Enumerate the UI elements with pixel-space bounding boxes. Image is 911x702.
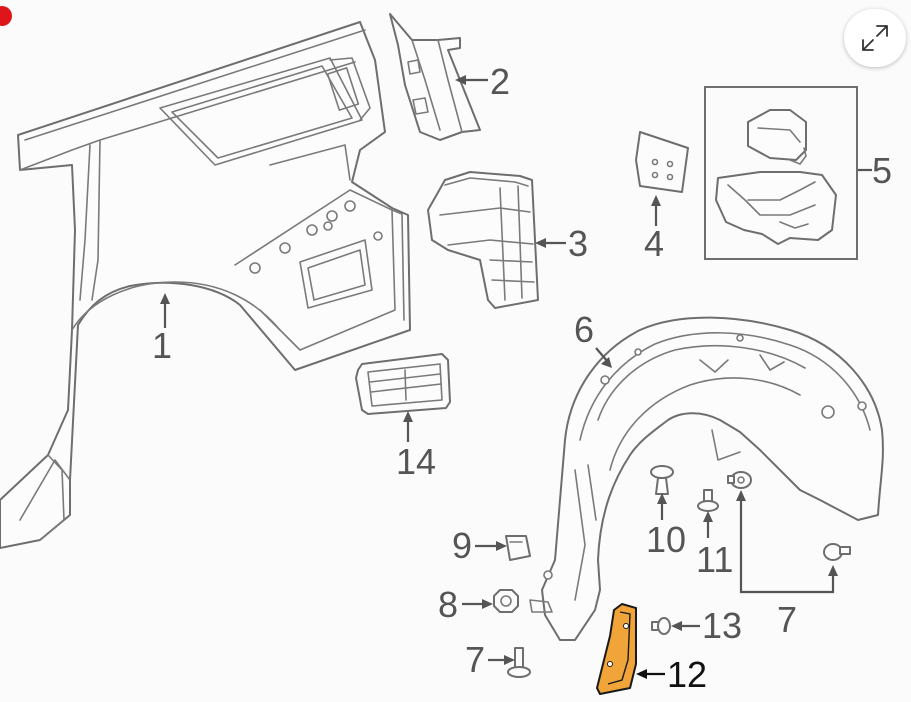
callout-10: 10 [646, 519, 686, 560]
callout-4: 4 [644, 223, 664, 264]
part-11-bolt [697, 489, 719, 512]
callout-9: 9 [452, 525, 472, 566]
part-1-quarter-panel [0, 21, 411, 549]
expand-diagonal-arrows-icon [862, 25, 888, 51]
callout-11: 11 [696, 539, 733, 580]
callout-1: 1 [152, 325, 172, 366]
callout-12: 12 [667, 654, 707, 695]
callout-13: 13 [702, 605, 742, 646]
callout-14: 14 [396, 441, 436, 482]
callout-2: 2 [490, 61, 510, 102]
red-indicator-dot [0, 6, 12, 26]
callout-8: 8 [438, 584, 458, 625]
part-13-screw [651, 617, 671, 635]
part-7-screw-a [727, 471, 752, 489]
callout-3: 3 [568, 223, 588, 264]
part-2-pillar-bracket [389, 13, 481, 141]
part-3-inner-panel [427, 171, 539, 309]
part-12-highlighted-bracket [596, 603, 637, 695]
part-10-push-pin [650, 465, 674, 495]
leader-lines [160, 75, 872, 679]
callout-7-bottom: 7 [465, 639, 485, 680]
part-9-clip [505, 535, 531, 561]
part-14-vent [355, 353, 451, 415]
callout-labels: 1 2 3 4 5 6 7 7 8 9 10 11 12 13 14 [152, 61, 892, 695]
part-6-wheelhouse-liner [529, 316, 884, 641]
callout-6: 6 [574, 309, 594, 350]
callout-7-right: 7 [777, 599, 797, 640]
part-5-fuel-door-housing [704, 86, 858, 260]
expand-fullscreen-button[interactable] [844, 9, 906, 67]
callout-5: 5 [872, 150, 892, 191]
part-4-bracket [635, 131, 689, 193]
part-8-nut [493, 589, 519, 613]
part-7-stud [507, 647, 531, 678]
part-7-screw-b [823, 543, 851, 561]
